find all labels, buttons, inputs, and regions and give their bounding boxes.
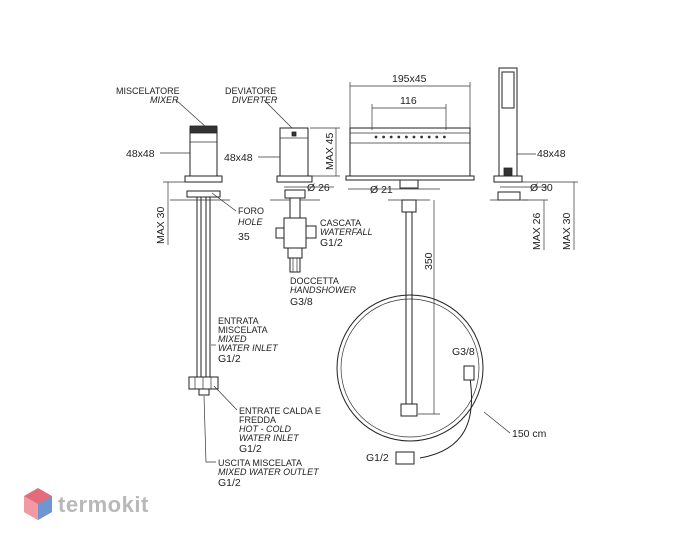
diverter-waterfall-en: WATERFALL: [320, 227, 373, 237]
brand-name: termokit: [58, 492, 149, 517]
spout-hose-length: 150 cm: [512, 428, 547, 440]
spout-diameter: Ø 21: [370, 184, 393, 196]
spout-hose-connector: G3/8: [452, 346, 475, 358]
diverter-diameter: Ø 26: [307, 182, 330, 194]
diverter-drawing: [270, 127, 340, 273]
mixer-name-it: MISCELATORE: [116, 86, 180, 96]
mixer-inlet-en-2: WATER INLET: [218, 343, 279, 353]
diverter-name-en: DIVERTER: [232, 95, 278, 105]
mixer-hotcold-it-1: ENTRATE CALDA E: [239, 406, 321, 416]
mixer-outlet-en: MIXED WATER OUTLET: [218, 467, 320, 477]
mixer-drawing: [163, 125, 230, 396]
spout-hole: [443, 135, 446, 139]
spout-hose-end: G1/2: [366, 452, 389, 464]
mixer-outlet-size: G1/2: [218, 477, 241, 489]
spout-hole: [412, 135, 416, 139]
handshower-max-30: MAX 30: [561, 212, 573, 250]
diverter-name-it: DEVIATORE: [225, 86, 276, 96]
spout-inner-width: 116: [400, 95, 417, 107]
spout-hole: [374, 135, 378, 139]
spout-hole: [389, 135, 393, 139]
spout-hole: [405, 135, 408, 139]
termokit-logo-icon: [24, 488, 52, 520]
mixer-size: 48x48: [126, 148, 155, 160]
handshower-diameter: Ø 30: [530, 182, 553, 194]
mixer-hotcold-it-2: FREDDA: [239, 415, 276, 425]
mixer-inlet-it-2: MISCELATA: [218, 325, 268, 335]
diverter-handshower-en: HANDSHOWER: [290, 285, 357, 295]
mixer-outlet-it: USCITA MISCELATA: [218, 458, 302, 468]
spout-hole: [382, 135, 385, 139]
spout-drawing: [336, 82, 484, 465]
mixer-max-height: MAX 30: [155, 206, 167, 244]
diverter-waterfall-size: G1/2: [320, 237, 343, 249]
mixer-inlet-it-1: ENTRATA: [218, 316, 259, 326]
mixer-hole-en: HOLE: [238, 217, 264, 227]
diverter-size: 48x48: [224, 152, 253, 164]
mixer-name-en: MIXER: [150, 95, 179, 105]
spout-width: 195x45: [392, 73, 427, 85]
diverter-handshower-it: DOCCETTA: [290, 276, 339, 286]
diverter-max-height: MAX 45: [324, 132, 336, 170]
mixer-inlet-en-1: MIXED: [218, 334, 247, 344]
handshower-size: 48x48: [537, 148, 566, 160]
spout-hole: [397, 135, 401, 139]
handshower-max-26: MAX 26: [531, 212, 543, 250]
mixer-hotcold-size: G1/2: [239, 443, 262, 455]
diverter-waterfall-it: CASCATA: [320, 218, 361, 228]
mixer-inlet-size: G1/2: [218, 353, 241, 365]
spout-hole: [420, 135, 423, 139]
mixer-hole-it: FORO: [238, 206, 264, 216]
spout-hole: [435, 135, 439, 139]
spout-hole: [427, 135, 431, 139]
spout-height: 350: [423, 252, 435, 270]
mixer-hole-value: 35: [238, 231, 250, 243]
handshower-drawing: [490, 67, 578, 250]
mixer-hotcold-en-1: HOT - COLD: [239, 424, 292, 434]
diverter-handshower-size: G3/8: [290, 296, 313, 308]
mixer-hotcold-en-2: WATER INLET: [239, 433, 300, 443]
